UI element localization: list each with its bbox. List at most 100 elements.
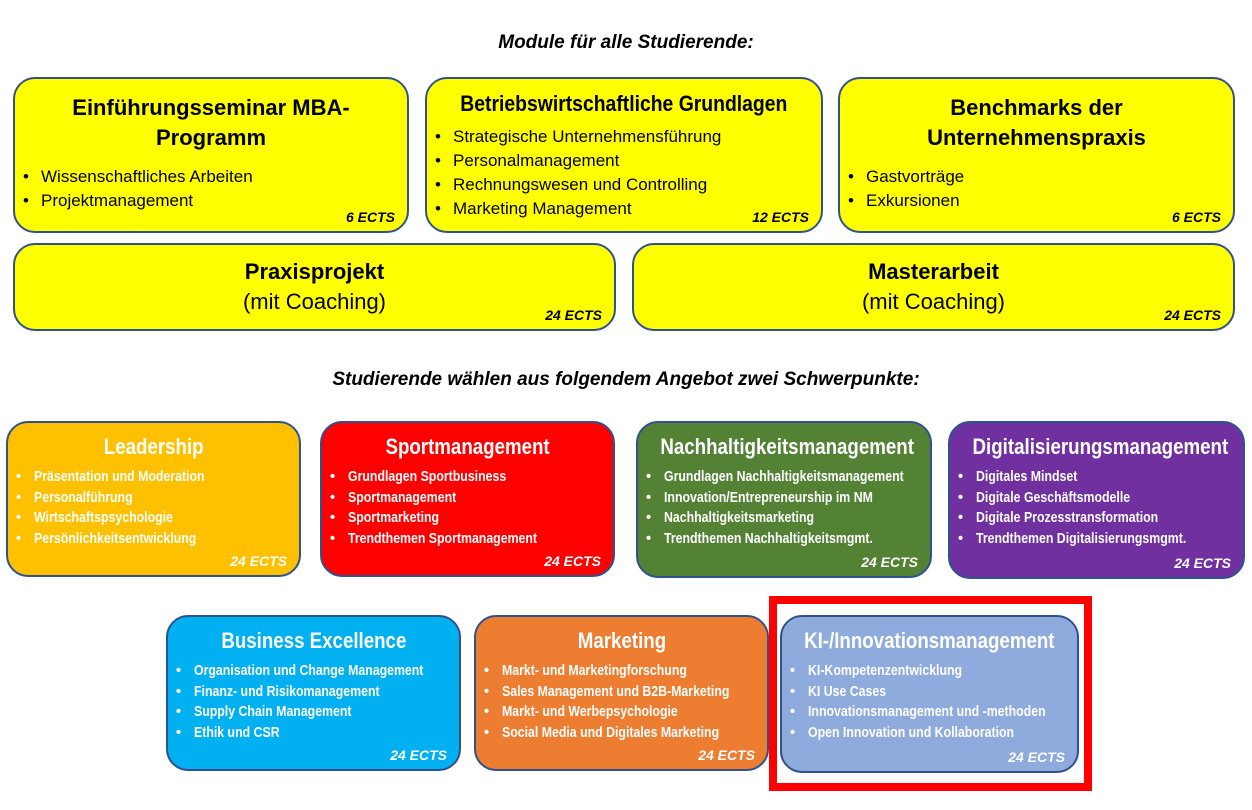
elective-topic-text: Trendthemen Sportmanagement	[348, 530, 538, 547]
elective-topic: Innovation/Entrepreneurship im NM	[638, 488, 910, 509]
elective-topic-text: Trendthemen Digitalisierungsmgmt.	[976, 530, 1187, 547]
ects-label: 24 ECTS	[230, 553, 287, 569]
elective-topic-text: Innovationsmanagement und -methoden	[808, 704, 1046, 720]
module-topic: Projektmanagement	[15, 189, 193, 213]
elective-topic-text: Präsentation und Moderation	[34, 469, 205, 485]
elective-topic-text: Persönlichkeitsentwicklung	[34, 530, 197, 547]
module-topic-text: Gastvorträge	[866, 167, 965, 186]
module-title: Einführungsseminar MBA-Programm	[72, 95, 350, 150]
ects-label: 12 ECTS	[752, 209, 809, 225]
elective-topic: KI-Kompetenzentwicklung	[782, 661, 989, 682]
elective-topic-text: Supply Chain Management	[194, 704, 352, 720]
elective-nachhaltigkeitsmanagement: NachhaltigkeitsmanagementGrundlagen Nach…	[636, 421, 932, 578]
elective-business-excellence: Business ExcellenceOrganisation und Chan…	[166, 615, 461, 771]
elective-sportmanagement: SportmanagementGrundlagen SportbusinessS…	[320, 421, 615, 577]
elective-topic: Supply Chain Management	[168, 702, 379, 723]
ects-label: 24 ECTS	[545, 307, 602, 323]
elective-topic-text: Open Innovation und Kollaboration	[808, 724, 1015, 741]
ects-label: 24 ECTS	[698, 747, 755, 763]
module-subtitle: (mit Coaching)	[861, 289, 1006, 314]
elective-title: Digitalisierungsmanagement	[972, 434, 1229, 459]
elective-topic-text: Sales Management und B2B-Marketing	[502, 683, 730, 700]
heading-electives: Studierende wählen aus folgendem Angebot…	[332, 369, 920, 390]
module-title: Masterarbeit	[868, 259, 999, 284]
elective-topic-list: KI-KompetenzentwicklungKI Use CasesInnov…	[782, 661, 1077, 743]
module-title: Benchmarks der Unternehmenspraxis	[927, 95, 1146, 150]
ects-label: 6 ECTS	[345, 209, 395, 225]
elective-topic-text: Digitales Mindset	[976, 469, 1078, 485]
ects-label: 24 ECTS	[1164, 307, 1221, 323]
module-topic-text: Exkursionen	[866, 191, 960, 210]
ects-label: 24 ECTS	[1008, 749, 1065, 765]
module-topic-list: Wissenschaftliches ArbeitenProjektmanage…	[15, 165, 407, 213]
elective-topic-text: Nachhaltigkeitsmarketing	[664, 510, 815, 526]
ects-label: 24 ECTS	[390, 747, 447, 763]
elective-digitalisierungsmanagement: DigitalisierungsmanagementDigitales Mind…	[948, 421, 1245, 579]
elective-topic: Digitale Geschäftsmodelle	[950, 488, 1157, 509]
module-topic-list: Strategische UnternehmensführungPersonal…	[427, 125, 821, 221]
elective-topic: Grundlagen Sportbusiness	[322, 467, 534, 488]
elective-topic: Trendthemen Sportmanagement	[322, 529, 570, 550]
elective-topic-text: Social Media und Digitales Marketing	[502, 724, 720, 741]
module-subtitle: (mit Coaching)	[242, 289, 387, 314]
module-topic-text: Strategische Unternehmensführung	[453, 127, 722, 146]
ects-label: 24 ECTS	[1174, 555, 1231, 571]
elective-topic: Trendthemen Digitalisierungsmgmt.	[950, 529, 1223, 550]
elective-topic-text: Grundlagen Nachhaltigkeitsmanagement	[664, 469, 904, 485]
module-masterarbeit: Masterarbeit (mit Coaching) 24 ECTS	[632, 243, 1235, 331]
elective-title: Marketing	[577, 628, 666, 653]
elective-topic: Open Innovation und Kollaboration	[782, 723, 1050, 744]
elective-topic: Markt- und Marketingforschung	[476, 661, 720, 682]
module-title: Betriebswirtschaftliche Grundlagen	[460, 91, 788, 116]
elective-topic-text: Innovation/Entrepreneurship im NM	[664, 489, 873, 506]
ects-label: 24 ECTS	[544, 553, 601, 569]
elective-topic: Wirtschaftspsychologie	[8, 508, 197, 529]
elective-topic-text: Organisation und Change Management	[194, 663, 424, 679]
module-topic-text: Projektmanagement	[41, 191, 194, 210]
elective-topic: Markt- und Werbepsychologie	[476, 702, 709, 723]
heading-core-modules: Module für alle Studierende:	[498, 32, 754, 53]
elective-topic-text: Markt- und Marketingforschung	[502, 663, 687, 679]
elective-title: Business Excellence	[220, 628, 407, 653]
elective-topic: Nachhaltigkeitsmarketing	[638, 508, 840, 529]
elective-topic: Digitales Mindset	[950, 467, 1095, 488]
elective-topic-text: Grundlagen Sportbusiness	[348, 469, 507, 485]
elective-topic-text: Digitale Geschäftsmodelle	[976, 489, 1131, 506]
elective-topic-list: Digitales MindsetDigitale Geschäftsmodel…	[950, 467, 1243, 549]
elective-topic: Sportmarketing	[322, 508, 455, 529]
module-praxisprojekt: Praxisprojekt(mit Coaching)24 ECTS	[13, 243, 616, 331]
ects-label: 6 ECTS	[1171, 209, 1221, 225]
module-topic: Personalmanagement	[427, 149, 619, 173]
elective-topic: Organisation und Change Management	[168, 661, 459, 682]
elective-topic-text: Digitale Prozesstransformation	[976, 510, 1159, 526]
ects-label: 24 ECTS	[861, 554, 918, 570]
module-topic: Exkursionen	[840, 189, 960, 213]
elective-topic: Sales Management und B2B-Marketing	[476, 682, 767, 703]
elective-topic: Präsentation und Moderation	[8, 467, 235, 488]
elective-topic: Innovationsmanagement und -methoden	[782, 702, 1077, 723]
elective-topic-list: Grundlagen NachhaltigkeitsmanagementInno…	[638, 467, 930, 549]
module-topic: Wissenschaftliches Arbeiten	[15, 165, 253, 189]
elective-topic: Personalführung	[8, 488, 150, 509]
elective-topic: Sportmanagement	[322, 488, 475, 509]
module-topic-list: GastvorträgeExkursionen	[840, 165, 1233, 213]
module-betriebswirtschaftliche-grundlagen: Betriebswirtschaftliche GrundlagenStrate…	[425, 77, 823, 233]
module-topic: Marketing Management	[427, 197, 632, 221]
elective-topic: Digitale Prozesstransformation	[950, 508, 1190, 529]
module-topic-text: Marketing Management	[453, 199, 632, 218]
module-topic-text: Rechnungswesen und Controlling	[453, 175, 708, 194]
elective-topic: Persönlichkeitsentwicklung	[8, 529, 225, 550]
elective-topic-list: Organisation und Change ManagementFinanz…	[168, 661, 459, 743]
elective-topic-list: Markt- und MarketingforschungSales Manag…	[476, 661, 767, 743]
elective-marketing: MarketingMarkt- und MarketingforschungSa…	[474, 615, 769, 771]
elective-leadership: LeadershipPräsentation und ModerationPer…	[6, 421, 301, 577]
elective-topic: Finanz- und Risikomanagement	[168, 682, 412, 703]
module-topic: Strategische Unternehmensführung	[427, 125, 721, 149]
elective-topic-text: Markt- und Werbepsychologie	[502, 704, 678, 720]
elective-title: Sportmanagement	[385, 434, 550, 459]
elective-title: Nachhaltigkeitsmanagement	[660, 434, 914, 459]
elective-topic-text: Sportmanagement	[348, 489, 457, 506]
elective-topic-list: Grundlagen SportbusinessSportmanagementS…	[322, 467, 613, 549]
elective-topic: Ethik und CSR	[168, 723, 295, 744]
elective-topic-text: KI Use Cases	[808, 683, 887, 700]
